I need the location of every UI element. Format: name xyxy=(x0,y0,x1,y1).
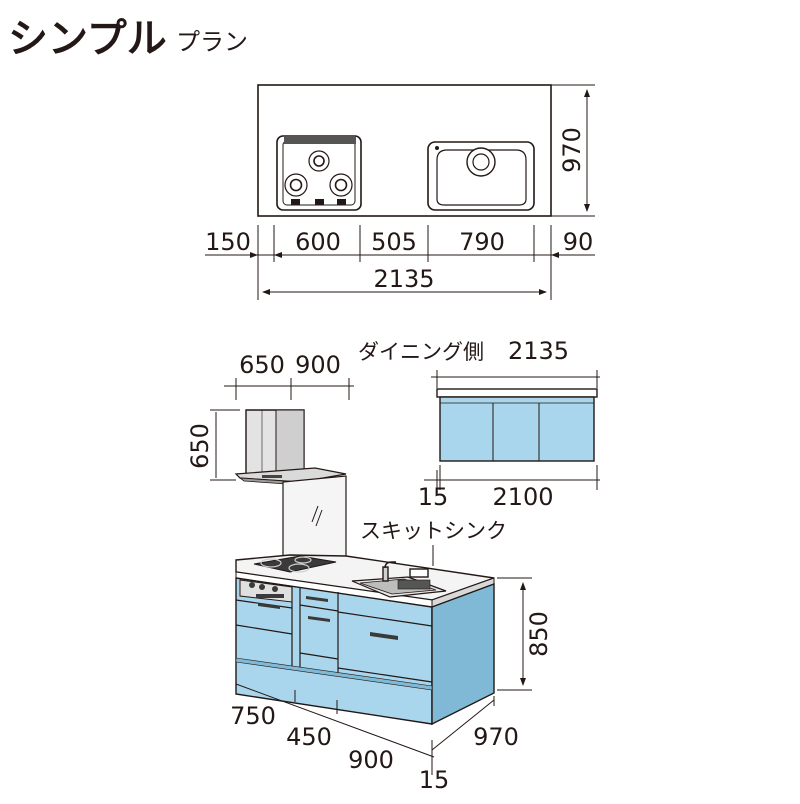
plan-segment-dimensions xyxy=(205,225,595,300)
plan-total-dimension: 2135 xyxy=(262,265,547,295)
dining-side-label: ダイニング側 xyxy=(358,340,484,364)
counter-height-dimension xyxy=(497,577,532,691)
range-hood-icon xyxy=(234,409,347,486)
plan-segment-3: 790 xyxy=(459,228,505,256)
plan-view: 970 150 600 505 790 90 2135 xyxy=(205,84,595,300)
title-sub: プラン xyxy=(176,28,248,56)
hood-height-dimension xyxy=(210,409,240,481)
glass-splash-panel xyxy=(282,475,347,561)
plan-depth-label: 970 xyxy=(558,127,586,173)
dining-side-cabinet: ダイニング側 2135 15 2100 xyxy=(358,337,600,511)
hood-width-dimension xyxy=(224,378,354,400)
plan-segment-0: 150 xyxy=(205,228,251,256)
plan-segment-1: 600 xyxy=(295,228,341,256)
kitchen-elevation: スキットシンク xyxy=(235,519,507,726)
base-depth-label: 970 xyxy=(473,723,519,751)
gas-cooktop-icon xyxy=(276,135,362,211)
sink-icon xyxy=(427,141,535,211)
faucet-icon xyxy=(382,561,429,582)
base-width-2: 900 xyxy=(348,746,394,774)
plan-total-label: 2135 xyxy=(373,265,434,293)
base-width-1: 450 xyxy=(286,723,332,751)
hood-width-b: 900 xyxy=(295,351,341,379)
dining-offset-label: 15 xyxy=(418,483,449,511)
plan-segment-2: 505 xyxy=(371,228,417,256)
base-width-0: 750 xyxy=(230,702,276,730)
sink-label: スキットシンク xyxy=(360,519,507,543)
counter-height-label: 850 xyxy=(525,611,553,657)
base-cabinet-side xyxy=(431,582,495,726)
title-main: シンプル xyxy=(8,16,167,62)
hood-height-label: 650 xyxy=(186,423,214,469)
dining-cabinet-width-label: 2100 xyxy=(492,483,553,511)
dining-side-width: 2135 xyxy=(508,337,569,365)
plan-depth-dimension: 970 xyxy=(551,84,595,217)
base-offset-label: 15 xyxy=(419,766,450,794)
hood-width-a: 650 xyxy=(239,351,285,379)
gas-cooktop-elevation-icon xyxy=(253,555,337,573)
plan-segment-4: 90 xyxy=(563,228,594,256)
base-width-dimension xyxy=(235,676,495,775)
sink-elevation-icon xyxy=(351,576,447,598)
